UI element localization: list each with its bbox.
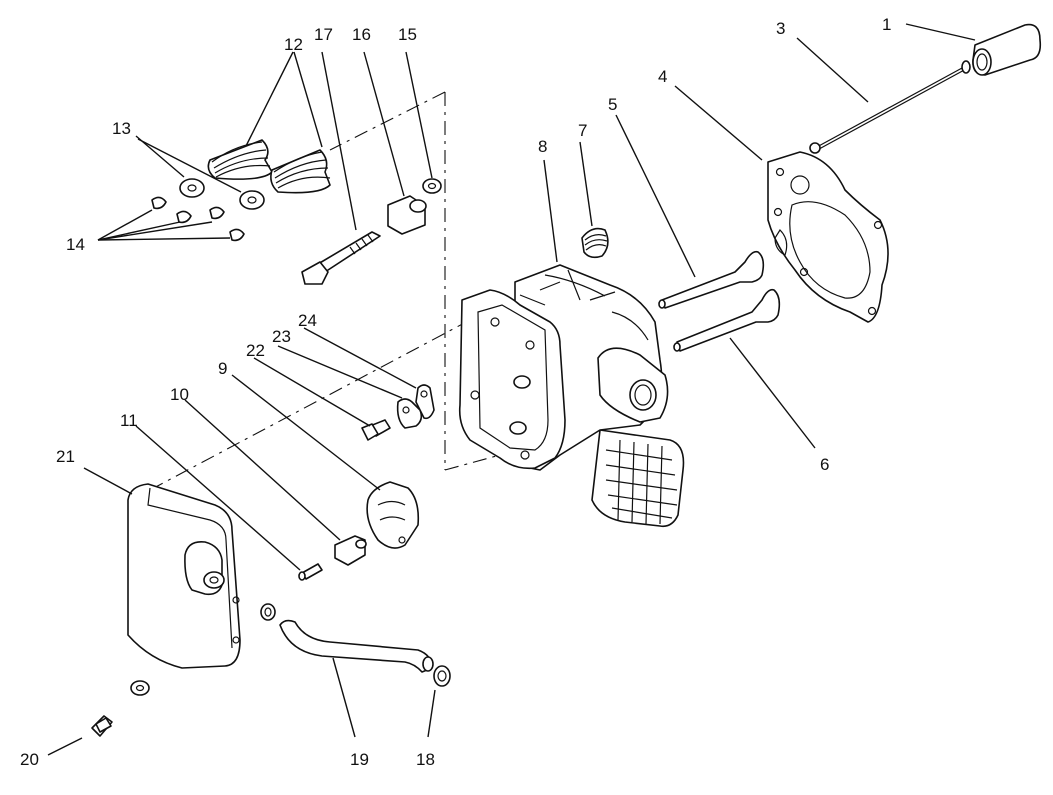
- part-7-spring: [581, 227, 609, 259]
- part-10-breather-valve: [334, 535, 367, 566]
- part-18-clamps: [260, 603, 451, 687]
- callout-21: 21: [56, 447, 75, 466]
- part-6-valve: [673, 288, 781, 352]
- part-12-valve-springs: [207, 139, 331, 194]
- part-17-stud: [301, 231, 381, 285]
- part-5-valve: [658, 250, 765, 309]
- part-11-screw: [298, 563, 323, 581]
- callout-13: 13: [112, 119, 131, 138]
- callout-4: 4: [658, 67, 667, 86]
- callout-15: 15: [398, 25, 417, 44]
- callout-22: 22: [246, 341, 265, 360]
- callout-23: 23: [272, 327, 291, 346]
- part-13-retainers: [179, 178, 265, 210]
- callout-17: 17: [314, 25, 333, 44]
- part-4-head-gasket: [767, 151, 889, 323]
- part-19-hose: [279, 619, 434, 673]
- callout-11: 11: [120, 411, 138, 430]
- part-23-plate: [396, 398, 423, 429]
- callout-24: 24: [298, 311, 317, 330]
- callout-10: 10: [170, 385, 189, 404]
- assembly-axis-lines: [149, 91, 501, 491]
- callout-9: 9: [218, 359, 227, 378]
- callout-8: 8: [538, 137, 547, 156]
- part-8-cylinder-head: [458, 264, 685, 528]
- callout-7: 7: [578, 121, 587, 140]
- leader-lines: [47, 23, 976, 756]
- part-24-tab: [415, 384, 435, 420]
- callout-1: 1: [882, 15, 891, 34]
- part-15-washer: [422, 178, 442, 194]
- callout-16: 16: [352, 25, 371, 44]
- callout-19: 19: [350, 750, 369, 769]
- callout-labels: 1 3 4 5 6 7 8 9 10 11 12 13 14 15 16 17 …: [20, 15, 891, 769]
- callout-20: 20: [20, 750, 39, 769]
- part-1-tappet: [972, 23, 1042, 76]
- part-3-push-rod: [809, 60, 971, 154]
- part-21-valve-cover: [127, 483, 241, 669]
- callout-3: 3: [776, 19, 785, 38]
- callout-5: 5: [608, 95, 617, 114]
- callout-12: 12: [284, 35, 303, 54]
- part-16-spacer: [387, 195, 427, 235]
- part-9-breather-plate: [366, 481, 420, 549]
- part-14-keepers: [151, 196, 245, 242]
- callout-14: 14: [66, 235, 85, 254]
- callout-6: 6: [820, 455, 829, 474]
- part-20-bolt: [91, 680, 150, 737]
- callout-18: 18: [416, 750, 435, 769]
